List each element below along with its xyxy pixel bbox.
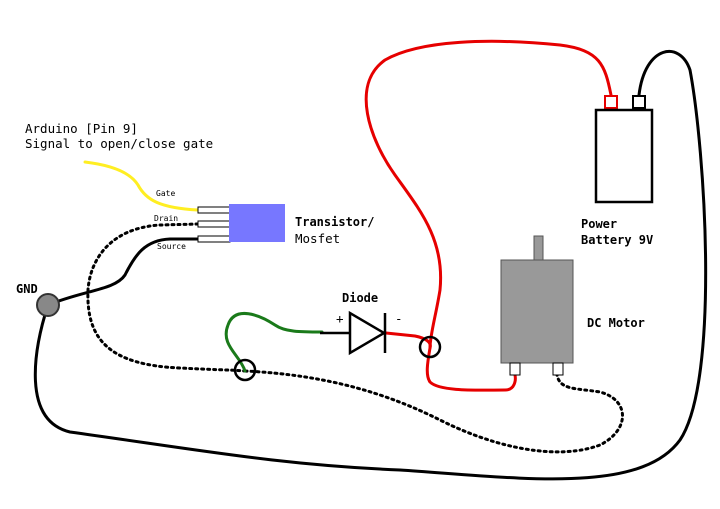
battery-positive-terminal (604, 95, 618, 109)
gate-signal-wire (83, 160, 200, 212)
diode-label: Diode (342, 291, 378, 305)
source-label: Source (157, 242, 186, 251)
gate-label: Gate (156, 189, 175, 198)
motor-terminal-left (509, 362, 521, 376)
battery-negative-terminal (632, 95, 646, 109)
red-junction-circle (418, 335, 442, 359)
diode-minus-label: - (395, 311, 403, 326)
diode-anode-wire (224, 311, 324, 373)
power-positive-wire (364, 39, 613, 350)
gnd-node (36, 293, 60, 317)
battery-body (594, 108, 654, 204)
battery-label-line2: Battery 9V (581, 233, 653, 247)
diode-triangle (348, 310, 387, 356)
source-to-gnd-wire (46, 237, 200, 307)
arduino-label-line1: Arduino [Pin 9] (25, 121, 138, 136)
dc-motor-label: DC Motor (587, 316, 645, 330)
source-pin (197, 235, 231, 243)
motor-shaft (533, 235, 544, 261)
diode-plus-label: + (336, 311, 344, 326)
battery-label-line1: Power (581, 217, 617, 231)
transistor-body (229, 204, 285, 242)
motor-return-dotted-wire (243, 369, 624, 454)
arduino-label-line2: Signal to open/close gate (25, 136, 213, 151)
drain-dotted-wire (86, 222, 247, 373)
gate-pin (197, 206, 231, 214)
transistor-label-line2: Mosfet (295, 231, 340, 246)
motor-terminal-right (552, 362, 564, 376)
green-junction-circle (233, 358, 257, 382)
drain-label: Drain (154, 214, 178, 223)
transistor-label-line1: Transistor/ (295, 215, 374, 229)
motor-body (500, 259, 574, 364)
diode-cathode-wire (384, 331, 517, 392)
ground-return-wire (33, 50, 708, 481)
gnd-label: GND (16, 282, 38, 296)
drain-pin (197, 220, 231, 228)
